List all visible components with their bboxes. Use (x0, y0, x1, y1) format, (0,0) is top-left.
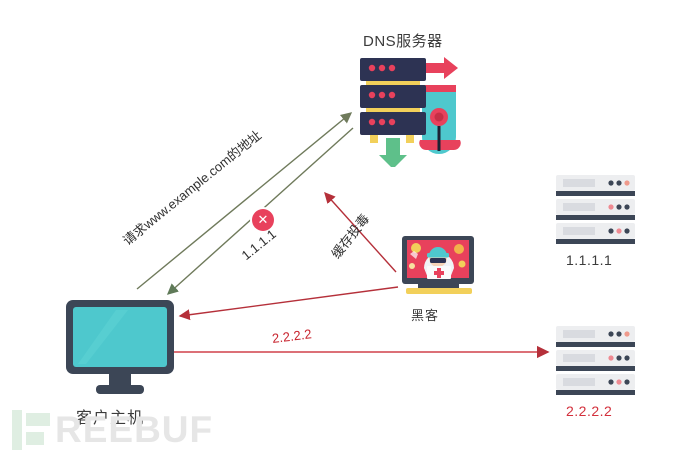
client-host-icon (64, 298, 176, 396)
server-rack-2222-icon (553, 325, 638, 395)
freebuf-logo-icon (12, 410, 50, 450)
freebuf-watermark: REEBUF (12, 408, 213, 452)
hacker-icon (398, 236, 478, 302)
arrow-request-to-dns (136, 112, 353, 290)
client-host-label: 客户主机 (76, 410, 145, 427)
server-2222-label: 2.2.2.2 (566, 403, 613, 419)
server-1111-label: 1.1.1.1 (566, 252, 613, 268)
blocked-response-marker: ✕ (252, 209, 274, 231)
dns-server-icon (348, 55, 468, 169)
watermark-text: REEBUF (55, 409, 214, 450)
arrow-cache-poisoning (324, 191, 397, 273)
hacker-label: 黑客 (411, 308, 440, 323)
server-rack-1111-icon (553, 174, 638, 244)
dns-server-label: DNS服务器 (363, 33, 443, 50)
arrow-spoofed-answer-to-client (178, 286, 399, 321)
close-icon: ✕ (257, 212, 269, 227)
